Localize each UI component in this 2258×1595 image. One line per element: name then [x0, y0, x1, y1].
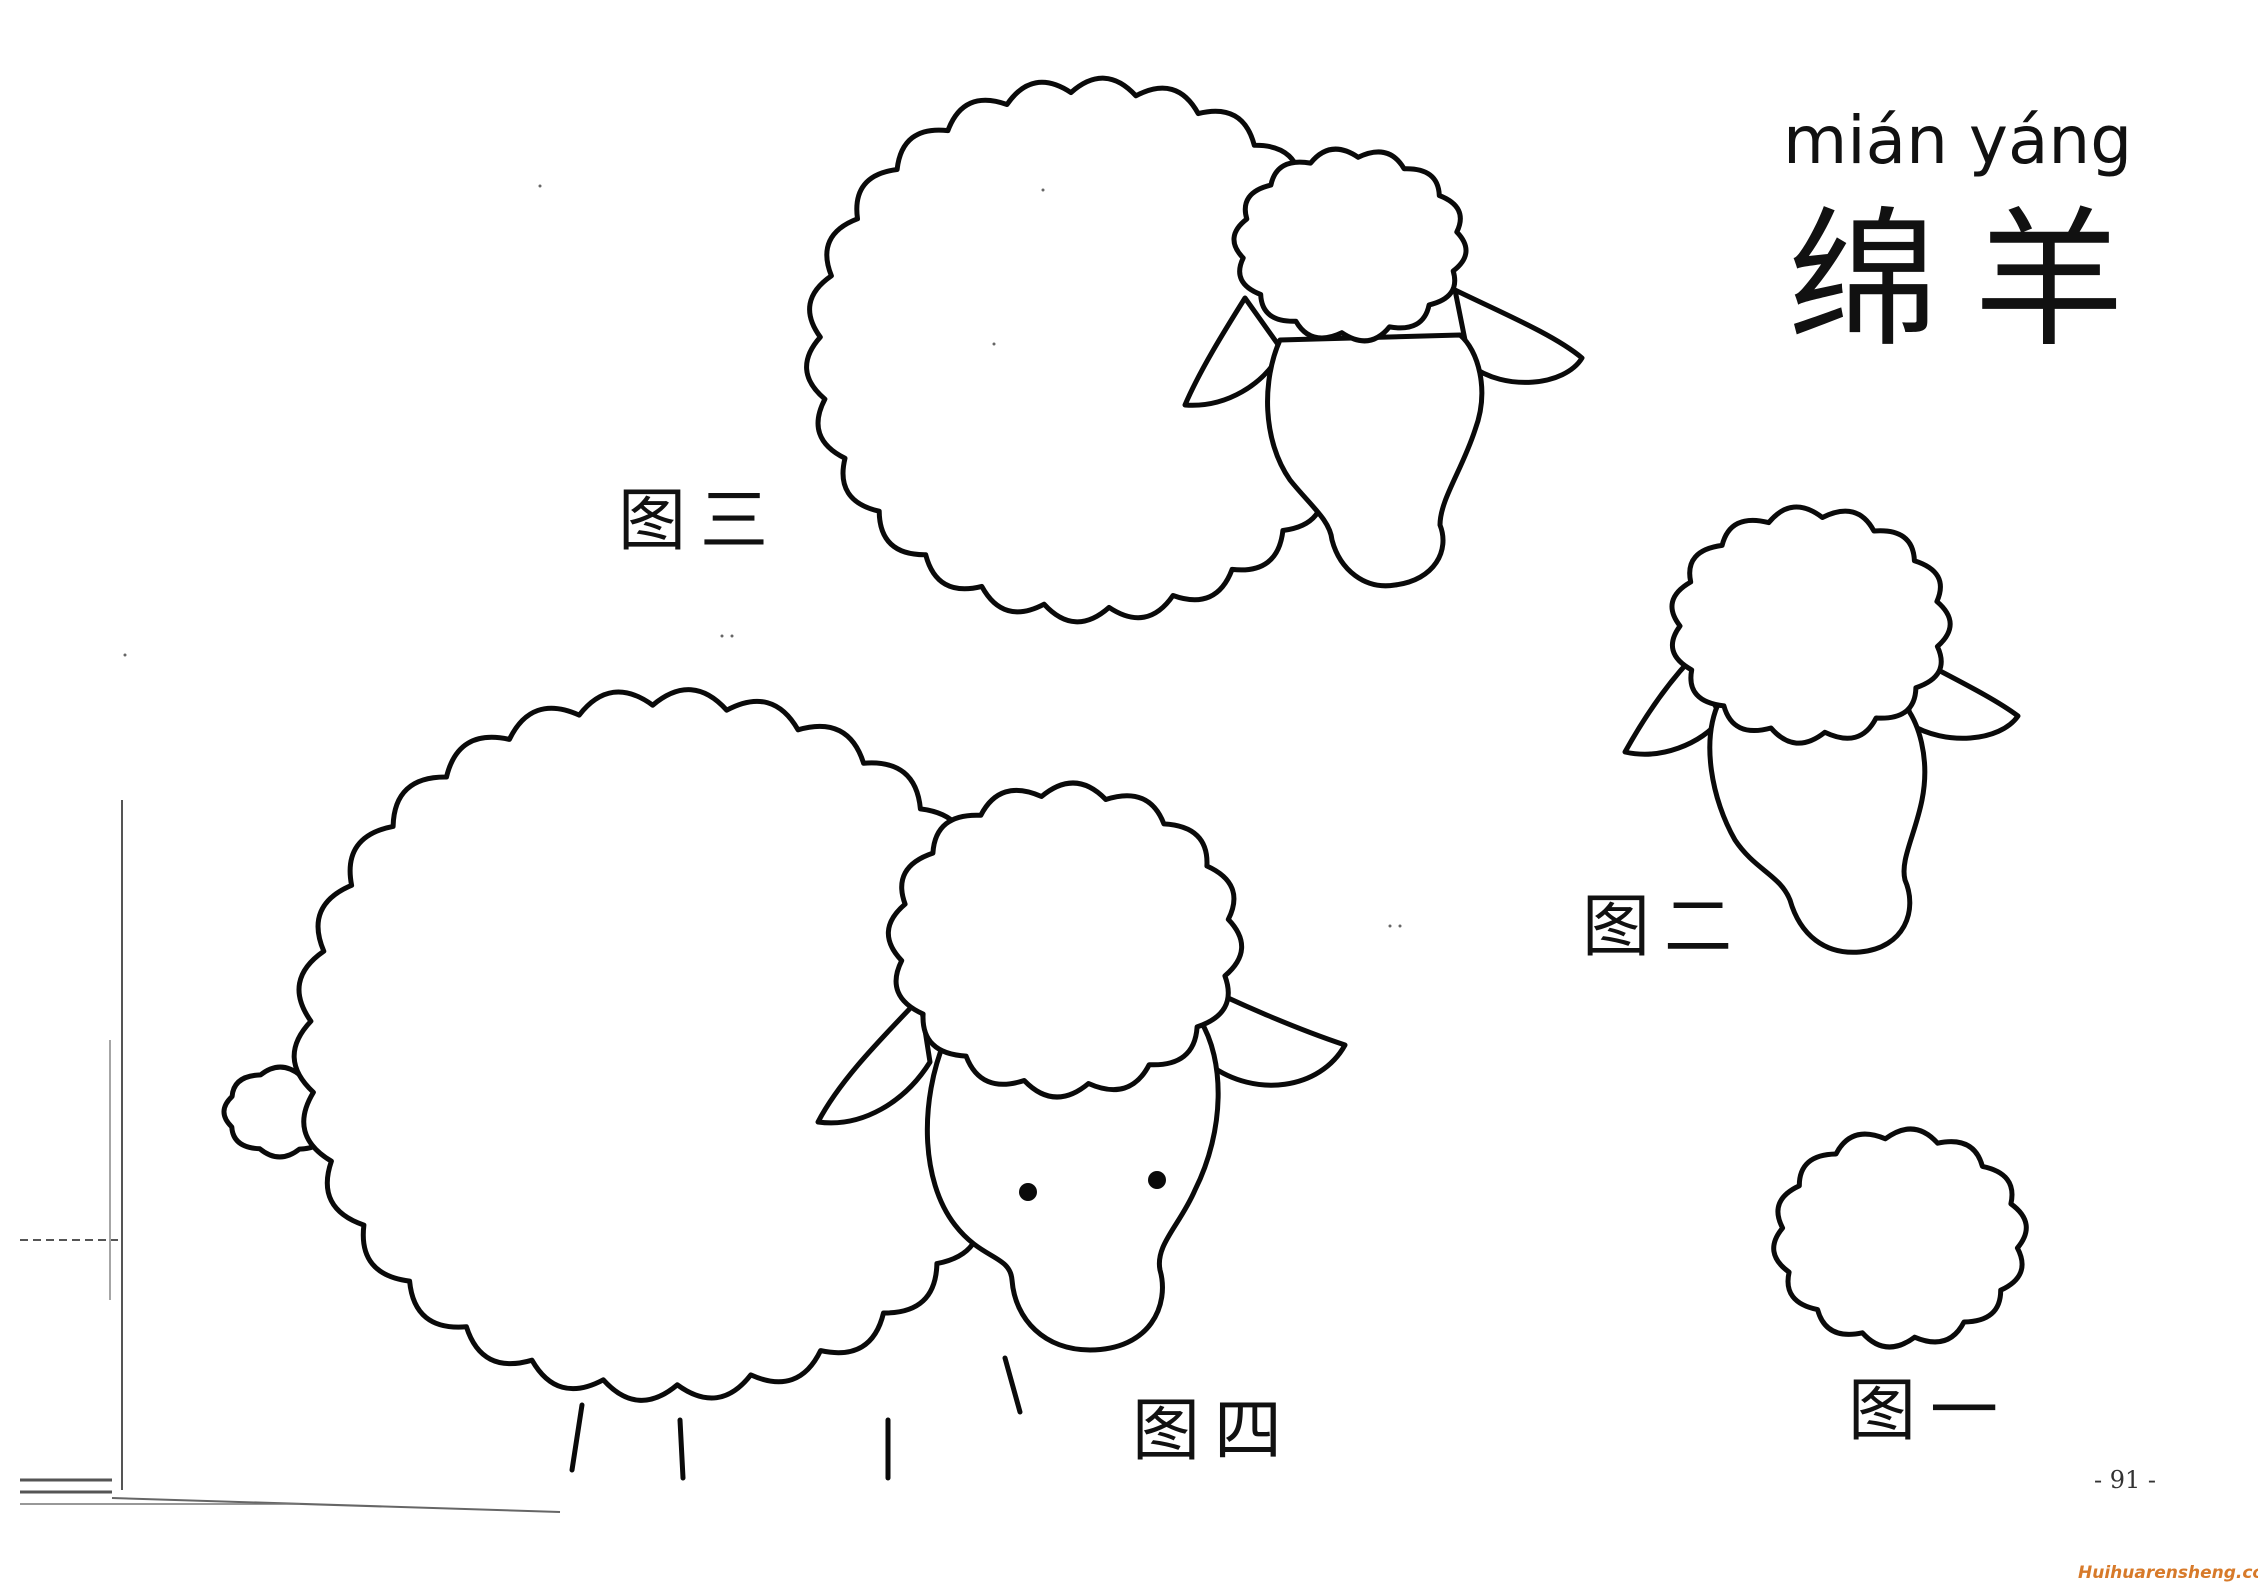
wool-body-outline: [291, 687, 1039, 1403]
figure-1-label: 图一: [1848, 1372, 2013, 1451]
left-ear: [1182, 295, 1285, 408]
face: [1707, 697, 1928, 955]
wool-body-outline: [804, 75, 1376, 625]
face: [924, 1017, 1221, 1353]
wool-puff-outline: [1669, 504, 1953, 746]
figure-4-label: 图四: [1132, 1392, 1297, 1471]
leg-4: [1002, 1355, 1023, 1415]
title-pinyin: mián yáng: [1783, 102, 2133, 179]
right-ear: [1452, 287, 1585, 385]
leg-2: [677, 1417, 686, 1481]
scan-margin-marks: [20, 800, 561, 1513]
figure-2-label: 图二: [1582, 888, 1747, 967]
figure-3-label: 图三: [618, 482, 783, 561]
wool-puff-outline: [885, 780, 1245, 1100]
face: [1265, 332, 1485, 589]
title-hanzi: 绵羊: [1788, 194, 2161, 368]
watermark-text: Huihuarensheng.com: [2078, 1563, 2258, 1583]
wool-puff-outline: [1231, 146, 1469, 344]
left-ear: [815, 995, 933, 1126]
wool-puff-outline: [1771, 1126, 2029, 1350]
left-eye: [1019, 1183, 1037, 1201]
figure-1-wool-head: [1771, 1126, 2029, 1350]
right-eye: [1148, 1171, 1166, 1189]
scan-specks: [123, 184, 1402, 928]
figure-3-sheep-body: [804, 75, 1585, 625]
page-number: - 91 -: [2094, 1466, 2157, 1494]
figure-2-sheep-head: [1622, 504, 2021, 955]
figure-4-complete-sheep: [221, 687, 1348, 1481]
leg-1: [569, 1402, 585, 1473]
